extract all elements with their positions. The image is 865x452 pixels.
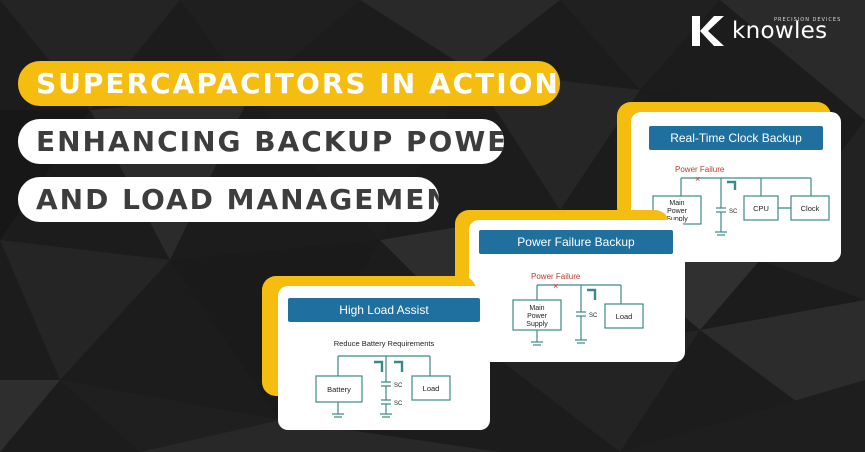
power-failure-label: Power Failure bbox=[675, 165, 725, 174]
svg-text:Supply: Supply bbox=[526, 321, 548, 328]
load-box bbox=[411, 375, 451, 401]
switch-arrow-left-icon bbox=[374, 360, 384, 372]
svg-text:Load: Load bbox=[616, 312, 633, 321]
knowles-k-logo-icon bbox=[692, 16, 724, 46]
reduce-battery-label: Reduce Battery Requirements bbox=[334, 339, 435, 348]
rtc-diagram: Power Failure × Main Power Supply SC bbox=[652, 165, 830, 240]
main-power-box bbox=[512, 299, 562, 331]
card-title: High Load Assist bbox=[288, 298, 480, 322]
card-title: Real-Time Clock Backup bbox=[649, 126, 823, 150]
headline-line-3: AND LOAD MANAGEMENT bbox=[18, 177, 439, 222]
svg-text:Main: Main bbox=[669, 200, 684, 207]
break-x-icon: × bbox=[553, 281, 558, 291]
svg-text:CPU: CPU bbox=[753, 204, 769, 213]
svg-text:SC: SC bbox=[394, 401, 403, 407]
headline-line-2: ENHANCING BACKUP POWER bbox=[18, 119, 504, 164]
card-body: Power Failure Backup Power Failure × Mai… bbox=[469, 220, 685, 362]
card-body: High Load Assist Reduce Battery Requirem… bbox=[278, 286, 490, 430]
svg-text:Load: Load bbox=[423, 384, 440, 393]
headline-line-1: SUPERCAPACITORS IN ACTION: bbox=[18, 61, 560, 106]
clock-box bbox=[790, 195, 830, 221]
svg-text:Power: Power bbox=[527, 313, 548, 320]
svg-text:Battery: Battery bbox=[327, 385, 351, 394]
cpu-box bbox=[743, 195, 779, 221]
svg-text:Main: Main bbox=[529, 305, 544, 312]
card-title: Power Failure Backup bbox=[479, 230, 673, 254]
break-x-icon: × bbox=[695, 174, 700, 184]
brand-tagline: PRECISION DEVICES bbox=[774, 17, 842, 23]
svg-text:SC: SC bbox=[729, 209, 738, 215]
switch-arrow-right-icon bbox=[394, 360, 404, 372]
svg-text:SC: SC bbox=[589, 313, 598, 319]
switch-arrow-icon bbox=[587, 288, 597, 300]
power-failure-label: Power Failure bbox=[531, 272, 581, 281]
svg-text:Clock: Clock bbox=[801, 204, 820, 213]
battery-box bbox=[315, 375, 363, 403]
card-power-failure-backup: Power Failure Backup Power Failure × Mai… bbox=[455, 210, 691, 366]
brand-name: knowles bbox=[732, 18, 828, 44]
svg-text:Power: Power bbox=[667, 208, 688, 215]
pfb-diagram: Power Failure × Main Power Supply SC bbox=[512, 272, 644, 346]
svg-text:SC: SC bbox=[394, 383, 403, 389]
brand-logo-area[interactable]: PRECISION DEVICES knowles bbox=[690, 14, 850, 48]
load-box bbox=[604, 303, 644, 329]
svg-text:Supply: Supply bbox=[666, 216, 688, 223]
switch-arrow-icon bbox=[727, 180, 737, 190]
card-high-load-assist: High Load Assist Reduce Battery Requirem… bbox=[262, 276, 494, 432]
hla-diagram: Reduce Battery Requirements Battery SC S… bbox=[315, 339, 451, 418]
